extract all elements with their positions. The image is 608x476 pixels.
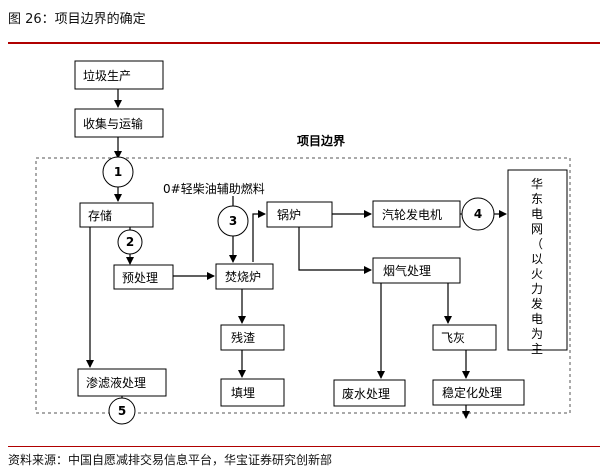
node-fly-ash-label: 飞灰 [441,331,465,345]
node-leachate-label: 渗滤液处理 [86,375,146,390]
marker-1: 1 [102,156,134,188]
svg-text:3: 3 [229,214,237,228]
node-boiler-label: 锅炉 [277,207,301,222]
node-wastewater-label: 废水处理 [342,386,390,401]
source-note: 资料来源：中国自愿减排交易信息平台，华宝证券研究创新部 [8,453,333,467]
node-collect-label: 收集与运输 [83,116,143,131]
node-pretreat-label: 预处理 [122,271,158,285]
node-fly-ash: 飞灰 [432,324,497,351]
node-garbage-label: 垃圾生产 [83,68,131,83]
node-incinerator: 焚烧炉 [215,263,274,290]
node-stabilize-label: 稳定化处理 [442,385,502,400]
marker-4: 4 [461,197,495,231]
bottom-divider [8,446,600,447]
node-residue: 残渣 [220,324,285,351]
marker-3: 3 [217,205,249,237]
node-incinerator-label: 焚烧炉 [225,270,261,284]
node-landfill: 填埋 [220,378,285,407]
node-grid-label: 华东电网（以火力发电为主 [531,177,543,356]
node-garbage: 垃圾生产 [74,60,164,90]
marker-2: 2 [117,229,143,255]
node-collect: 收集与运输 [74,108,164,138]
svg-text:5: 5 [118,404,126,418]
project-boundary [35,157,571,414]
node-flue-gas: 烟气处理 [372,257,461,284]
svg-text:2: 2 [126,235,134,249]
top-divider [8,42,600,44]
project-boundary-label: 项目边界 [297,133,345,148]
node-storage: 存储 [79,202,154,228]
svg-text:1: 1 [114,165,122,179]
svg-text:4: 4 [474,207,482,221]
node-turbine-label: 汽轮发电机 [382,207,442,222]
arrow-boiler-fluegas [298,227,372,274]
node-turbine: 汽轮发电机 [372,200,461,228]
node-stabilize: 稳定化处理 [432,379,525,406]
node-wastewater: 废水处理 [333,379,406,407]
node-landfill-label: 填埋 [231,386,255,400]
figure-title: 图 26：项目边界的确定 [8,12,146,27]
node-boiler: 锅炉 [266,201,333,228]
node-leachate: 渗滤液处理 [77,368,167,397]
node-pretreat: 预处理 [113,264,174,290]
arrow-incinerator-boiler [252,210,266,262]
node-residue-label: 残渣 [231,331,255,345]
node-grid: 华东电网（以火力发电为主 [507,169,568,356]
fuel-label: 0#轻柴油辅助燃料 [163,181,265,196]
node-flue-gas-label: 烟气处理 [383,263,431,278]
marker-5: 5 [108,397,136,425]
node-storage-label: 存储 [88,208,112,223]
